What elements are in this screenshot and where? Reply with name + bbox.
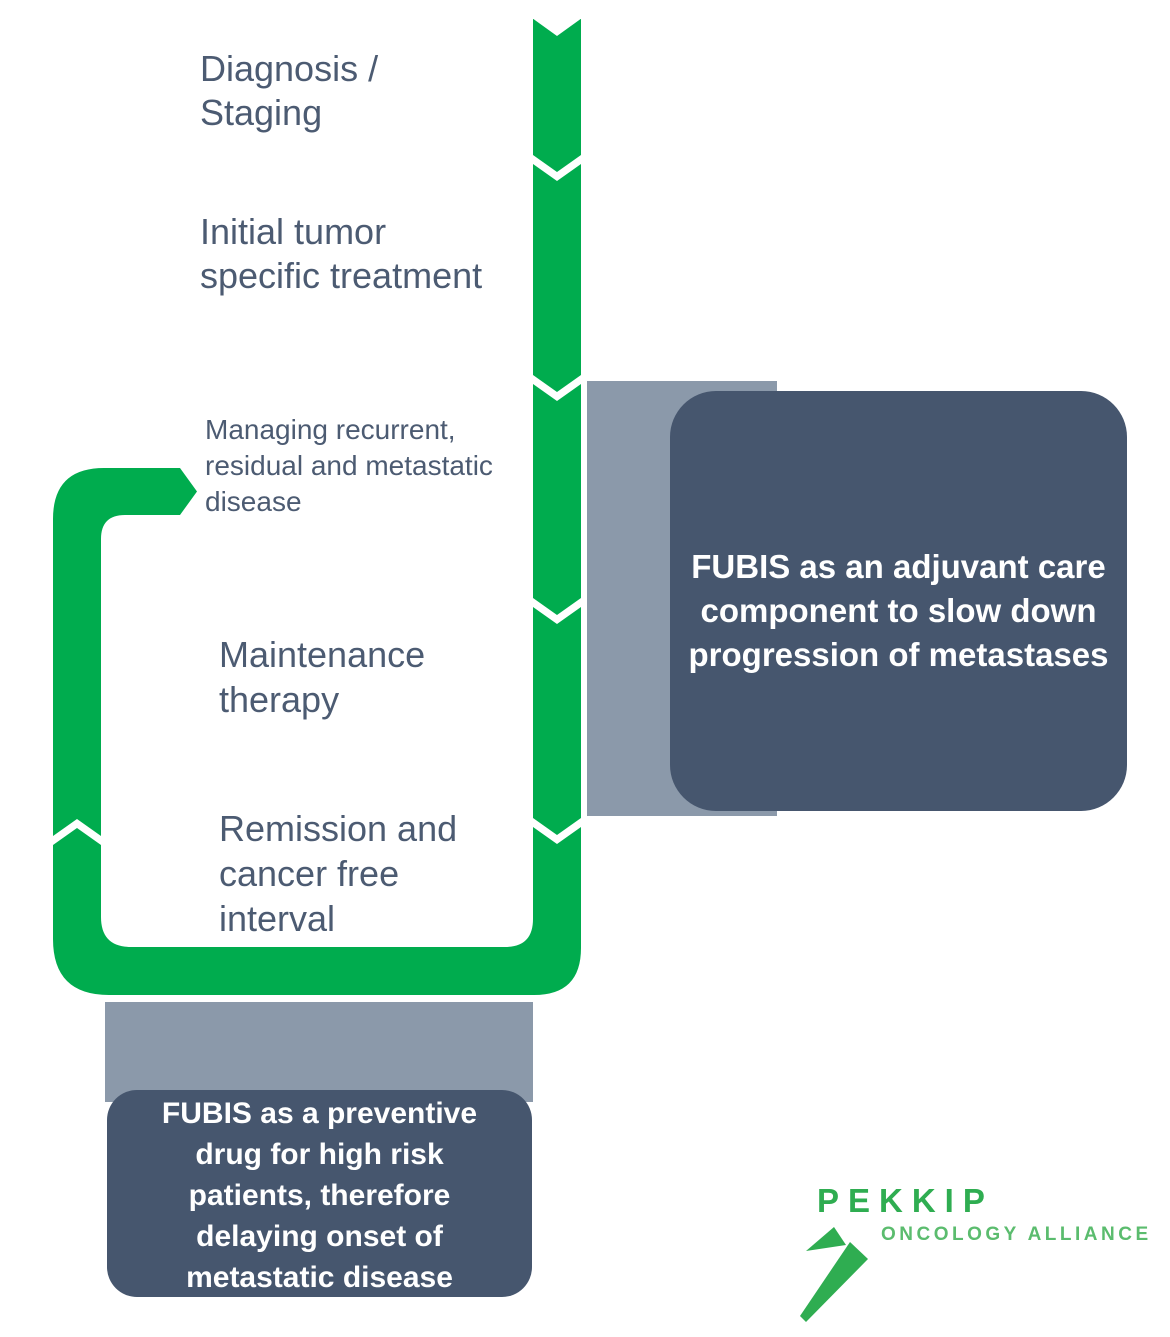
stage-label-maintenance-therapy: Maintenance therapy	[219, 632, 425, 722]
chevron-gap	[533, 375, 581, 401]
stage-label-remission-interval: Remission and cancer free interval	[219, 806, 457, 941]
stage-label-line: therapy	[219, 679, 340, 720]
stage-label-line: Diagnosis /	[200, 48, 379, 89]
callout-preventive-line: FUBIS as a preventive	[161, 1097, 478, 1130]
stage-label-diagnosis-staging: Diagnosis / Staging	[200, 47, 378, 135]
stage-label-managing-recurrent: Managing recurrent, residual and metasta…	[205, 412, 493, 520]
chevron-gap	[533, 598, 581, 624]
callout-adjuvant: FUBIS as an adjuvant care component to s…	[670, 391, 1127, 811]
callout-preventive-line: drug for high risk	[195, 1138, 444, 1171]
callout-preventive: FUBIS as a preventive drug for high risk…	[107, 1090, 532, 1297]
stage-label-line: residual and metastatic	[205, 450, 493, 481]
connector-bottom	[105, 1002, 533, 1102]
callout-preventive-line: patients, therefore	[188, 1179, 451, 1212]
stage-label-line: Maintenance	[219, 634, 426, 675]
pekkip-logo: PEKKIP ONCOLOGY ALLIANCE	[790, 1180, 1160, 1330]
stage-label-line: Managing recurrent,	[205, 414, 456, 445]
chevron-gap	[533, 155, 581, 181]
stage-label-line: cancer free	[219, 853, 400, 894]
lightning-bolt-icon	[800, 1227, 868, 1322]
callout-adjuvant-line: FUBIS as an adjuvant care	[691, 548, 1106, 585]
callout-preventive-line: metastatic disease	[186, 1261, 453, 1294]
stage-label-initial-treatment: Initial tumor specific treatment	[200, 210, 482, 298]
recurrence-loop-arrow-chevron-gap	[53, 819, 101, 845]
stage-label-line: Staging	[200, 92, 323, 133]
callout-adjuvant-line: progression of metastases	[688, 636, 1109, 673]
callout-adjuvant-line: component to slow down	[700, 592, 1097, 629]
chevron-gap	[533, 818, 581, 844]
logo-name: PEKKIP	[817, 1182, 994, 1219]
stage-label-line: interval	[219, 898, 336, 939]
stage-label-line: Remission and	[219, 808, 458, 849]
callout-preventive-line: delaying onset of	[196, 1220, 443, 1253]
stage-label-line: specific treatment	[200, 255, 483, 296]
stage-label-line: Initial tumor	[200, 211, 387, 252]
logo-tagline: ONCOLOGY ALLIANCE	[881, 1224, 1152, 1245]
stage-label-line: disease	[205, 486, 302, 517]
chevron-notch	[532, 18, 582, 36]
